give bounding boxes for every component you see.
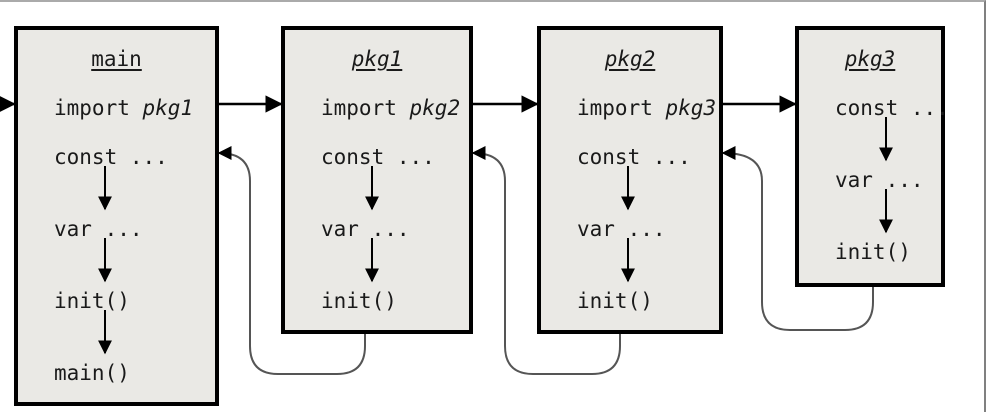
- statement-pkg1-3: init(): [321, 289, 397, 313]
- package-box-pkg3[interactable]: pkg3 const ... var ... init(): [795, 26, 949, 287]
- statement-keyword: import: [321, 96, 410, 120]
- statement-pkg1-2: var ...: [321, 217, 410, 241]
- statement-pkg3-2: init(): [835, 240, 911, 264]
- statement-package-ref: pkg1: [142, 96, 194, 120]
- statement-main-4: main(): [54, 361, 130, 385]
- package-title-pkg1: pkg1: [351, 47, 403, 71]
- package-title-pkg3: pkg3: [844, 47, 896, 71]
- statement-pkg2-0: import pkg3: [577, 98, 716, 119]
- statement-keyword: import: [577, 96, 666, 120]
- statement-pkg2-1: const ...: [577, 145, 691, 169]
- statement-flow-arrows-group: [98, 117, 893, 355]
- package-title-pkg2: pkg2: [604, 47, 656, 71]
- package-title-main: main: [91, 47, 142, 71]
- statement-keyword: import: [54, 96, 143, 120]
- package-box-pkg1[interactable]: pkg1 import pkg2 const ... var ... init(): [281, 26, 473, 334]
- statement-main-1: const ...: [54, 145, 168, 169]
- statement-main-0: import pkg1: [54, 98, 193, 119]
- statement-main-2: var ...: [54, 217, 143, 241]
- package-box-main[interactable]: main import pkg1 const ... var ... init() mai…: [14, 26, 219, 406]
- statement-pkg1-0: import pkg2: [321, 98, 460, 119]
- statement-pkg3-1: var ...: [835, 168, 924, 192]
- statement-pkg1-1: const ...: [321, 145, 435, 169]
- statement-pkg2-2: var ...: [577, 217, 666, 241]
- statement-main-3: init(): [54, 289, 130, 313]
- statement-package-ref: pkg2: [409, 96, 461, 120]
- statement-pkg3-0: const ...: [835, 96, 949, 120]
- statement-pkg2-3: init(): [577, 289, 653, 313]
- statement-package-ref: pkg3: [665, 96, 717, 120]
- package-box-pkg2[interactable]: pkg2 import pkg3 const ... var ... init(): [537, 26, 723, 334]
